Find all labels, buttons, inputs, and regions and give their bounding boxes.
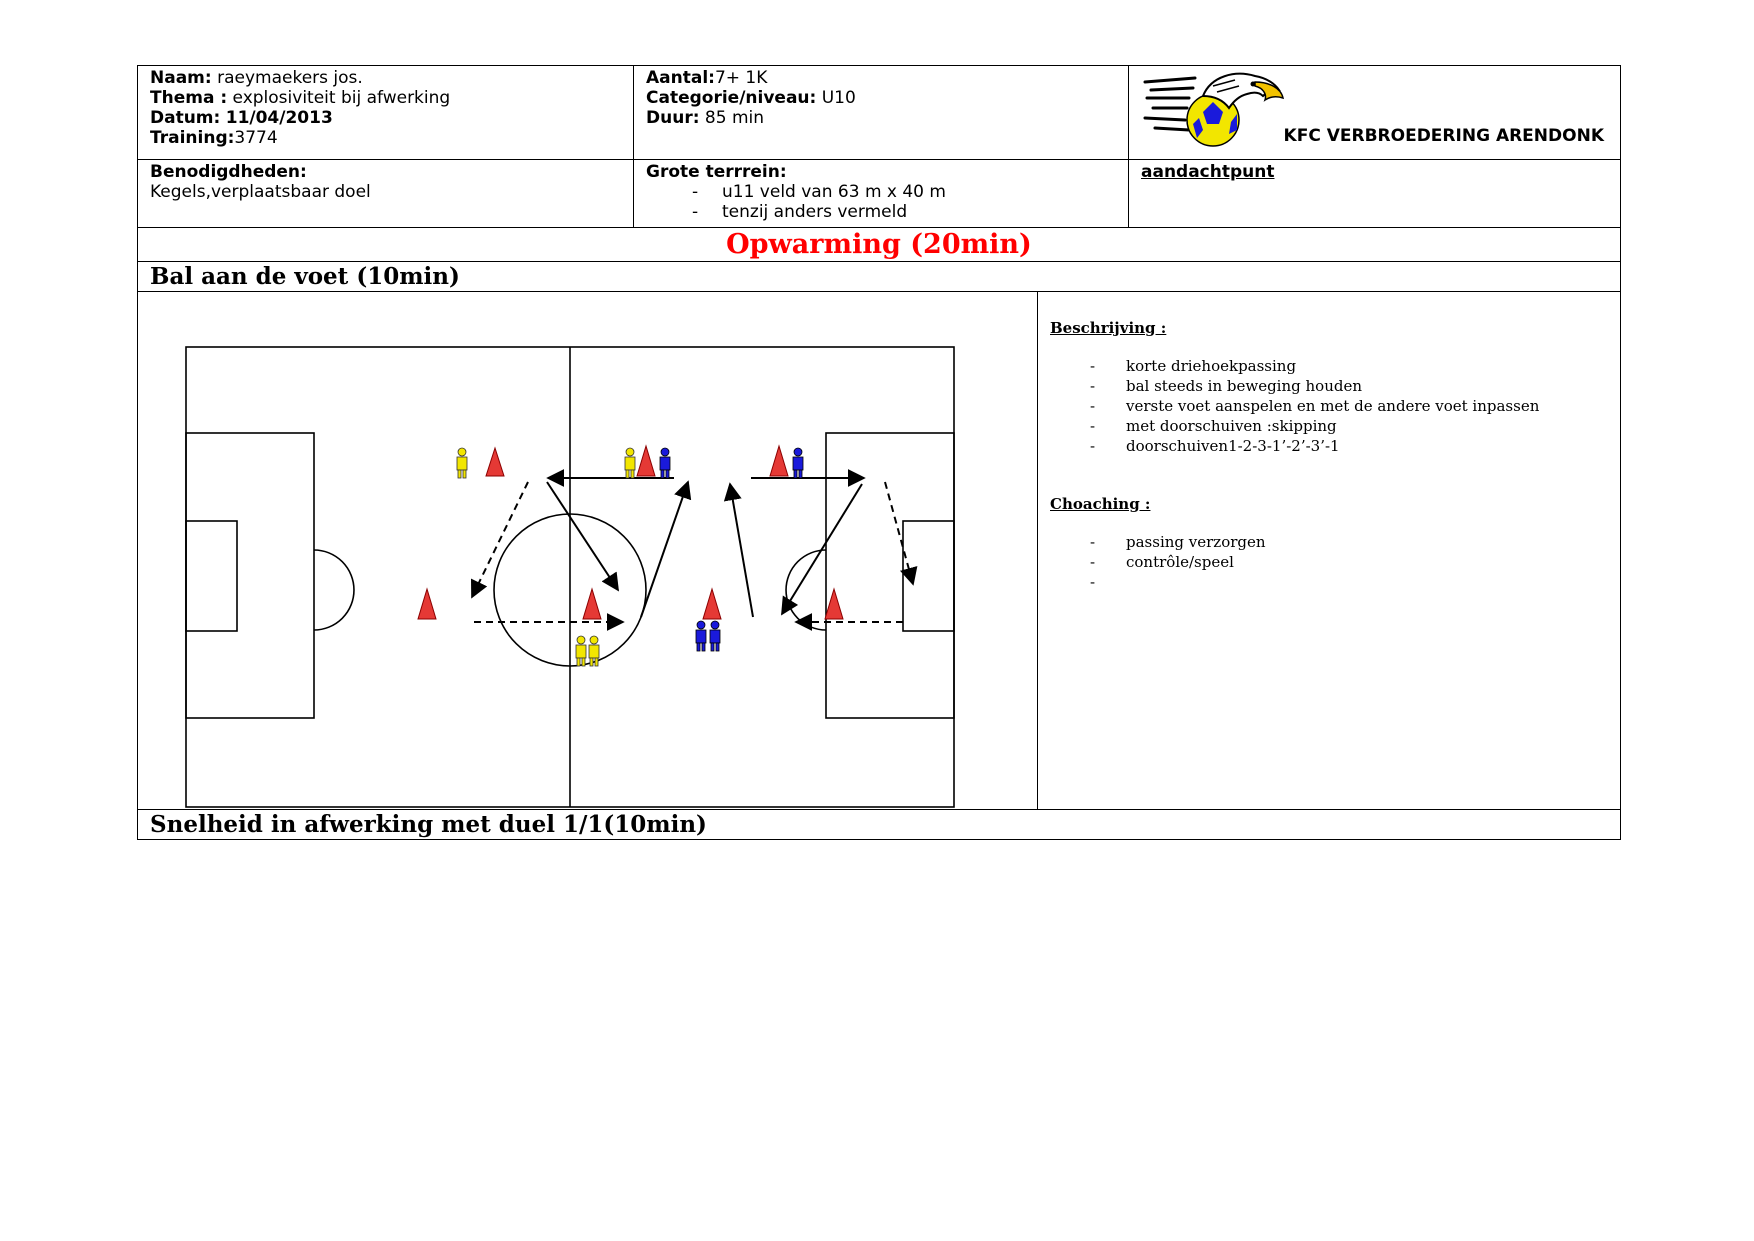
cone-icon <box>824 587 844 620</box>
cone-icon <box>582 587 602 620</box>
training-label: Training: <box>150 128 235 148</box>
aandachtpunt-label: aandachtpunt <box>1141 162 1275 182</box>
list-item: contrôle/speel <box>1090 552 1608 572</box>
duur-label: Duur: <box>646 108 700 128</box>
list-item: verste voet aanspelen en met de andere v… <box>1090 396 1608 416</box>
cone-icon <box>702 587 722 620</box>
pitch-lines <box>185 346 955 808</box>
section-title: Opwarming (20min) <box>726 229 1032 260</box>
pass-arrows <box>546 469 866 618</box>
training-sheet: Naam: raeymaekers jos. Thema : explosivi… <box>137 65 1621 840</box>
duur-value: 85 min <box>704 108 764 128</box>
club-logo <box>1143 72 1284 147</box>
coaching-list: passing verzorgen contrôle/speel <box>1050 532 1608 592</box>
benodigdheden-cell: Benodigdheden: Kegels,verplaatsbaar doel <box>138 160 633 227</box>
exercise2-title-row: Snelheid in afwerking met duel 1/1(10min… <box>138 809 1620 839</box>
thema-label: Thema : <box>150 88 228 108</box>
player-blue-icon <box>792 447 804 479</box>
benodigdheden-value: Kegels,verplaatsbaar doel <box>150 182 371 202</box>
pitch-diagram <box>185 346 955 808</box>
trainer-info-cell: Naam: raeymaekers jos. Thema : explosivi… <box>138 66 633 159</box>
beschrijving-list: korte driehoekpassing bal steeds in bewe… <box>1050 356 1608 456</box>
header-row: Naam: raeymaekers jos. Thema : explosivi… <box>138 66 1620 159</box>
categorie-value: U10 <box>821 88 856 108</box>
exercise1-title-row: Bal aan de voet (10min) <box>138 261 1620 291</box>
cone-icon <box>636 444 656 477</box>
naam-label: Naam: <box>150 68 212 88</box>
cone-icon <box>769 444 789 477</box>
exercise1-content-row: Beschrijving : korte driehoekpassing bal… <box>138 291 1620 809</box>
player-yellow-icon <box>624 447 636 479</box>
benodigdheden-label: Benodigdheden: <box>150 162 307 182</box>
club-name: KFC VERBROEDERING ARENDONK <box>1283 126 1604 146</box>
cones <box>417 444 844 620</box>
datum-label: Datum: <box>150 108 221 128</box>
club-cell: KFC VERBROEDERING ARENDONK <box>1128 66 1620 159</box>
aantal-label: Aantal: <box>646 68 715 88</box>
cone-icon <box>485 446 505 477</box>
list-item: doorschuiven1-2-3-1’-2’-3’-1 <box>1090 436 1608 456</box>
section-title-row: Opwarming (20min) <box>138 227 1620 261</box>
players-yellow <box>456 447 636 667</box>
cone-icon <box>417 587 437 620</box>
terrein-label: Grote terrrein: <box>646 162 787 182</box>
exercise2-title: Snelheid in afwerking met duel 1/1(10min… <box>150 811 707 838</box>
group-info-cell: Aantal:7+ 1K Categorie/niveau: U10 Duur:… <box>633 66 1128 159</box>
info-row: Benodigdheden: Kegels,verplaatsbaar doel… <box>138 159 1620 227</box>
aantal-value: 7+ 1K <box>714 68 768 88</box>
run-arrows <box>471 481 918 631</box>
list-item: passing verzorgen <box>1090 532 1608 552</box>
list-item: tenzij anders vermeld <box>692 202 1116 222</box>
exercise-description-cell: Beschrijving : korte driehoekpassing bal… <box>1038 292 1620 809</box>
list-item: korte driehoekpassing <box>1090 356 1608 376</box>
categorie-label: Categorie/niveau: <box>646 88 817 108</box>
player-yellow-icon <box>575 635 587 667</box>
list-item <box>1090 572 1608 592</box>
naam-value: raeymaekers jos. <box>217 68 363 88</box>
players-blue <box>659 447 804 652</box>
terrein-cell: Grote terrrein: u11 veld van 63 m x 40 m… <box>633 160 1128 227</box>
exercise1-title: Bal aan de voet (10min) <box>150 263 460 290</box>
player-yellow-icon <box>456 447 468 479</box>
thema-value: explosiviteit bij afwerking <box>232 88 451 108</box>
beschrijving-label: Beschrijving : <box>1050 319 1167 337</box>
list-item: u11 veld van 63 m x 40 m <box>692 182 1116 202</box>
datum-value: 11/04/2013 <box>225 108 333 128</box>
training-value: 3774 <box>234 128 278 148</box>
exercise-diagram-cell <box>138 292 1038 809</box>
aandachtpunt-cell: aandachtpunt <box>1128 160 1620 227</box>
list-item: bal steeds in beweging houden <box>1090 376 1608 396</box>
list-item: met doorschuiven :skipping <box>1090 416 1608 436</box>
player-yellow-icon <box>588 635 600 667</box>
coaching-label: Choaching : <box>1050 495 1151 513</box>
terrein-list: u11 veld van 63 m x 40 m tenzij anders v… <box>646 182 1116 222</box>
player-blue-icon <box>695 620 707 652</box>
player-blue-icon <box>709 620 721 652</box>
player-blue-icon <box>659 447 671 479</box>
